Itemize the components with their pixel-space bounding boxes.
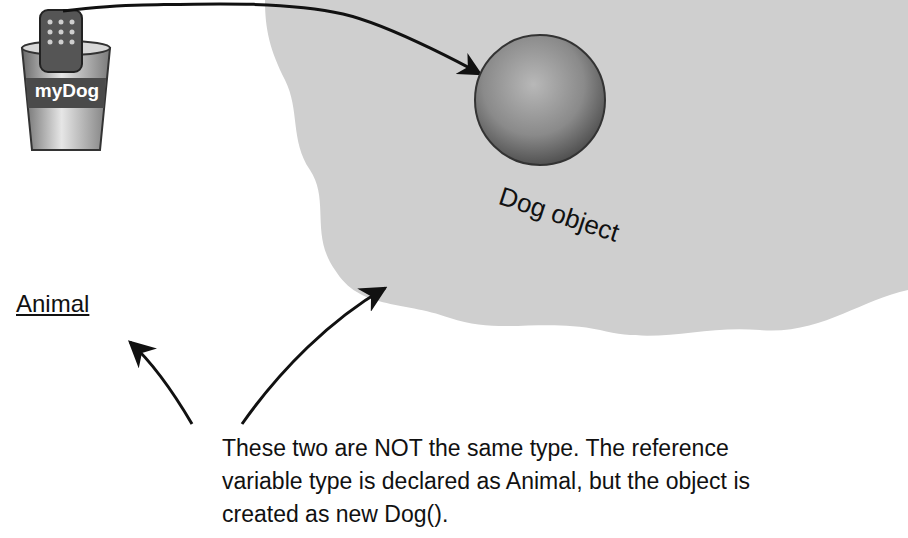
remote-buttons bbox=[48, 20, 75, 45]
heap-cloud bbox=[265, 0, 908, 336]
variable-name: myDog bbox=[35, 80, 99, 102]
reference-variable-cup: myDogAnimal bbox=[12, 8, 122, 326]
reference-arrow bbox=[63, 4, 480, 74]
variable-type: Animal bbox=[16, 290, 89, 318]
remote-control bbox=[40, 10, 82, 72]
leader-line bbox=[130, 342, 192, 424]
sphere bbox=[475, 35, 605, 165]
annotation-note: These two are NOT the same type. The ref… bbox=[222, 432, 782, 531]
cup-band bbox=[26, 78, 106, 108]
dog-object: Dog object bbox=[450, 30, 660, 245]
object-type: Dog object bbox=[495, 181, 623, 249]
leader-line bbox=[242, 288, 385, 424]
